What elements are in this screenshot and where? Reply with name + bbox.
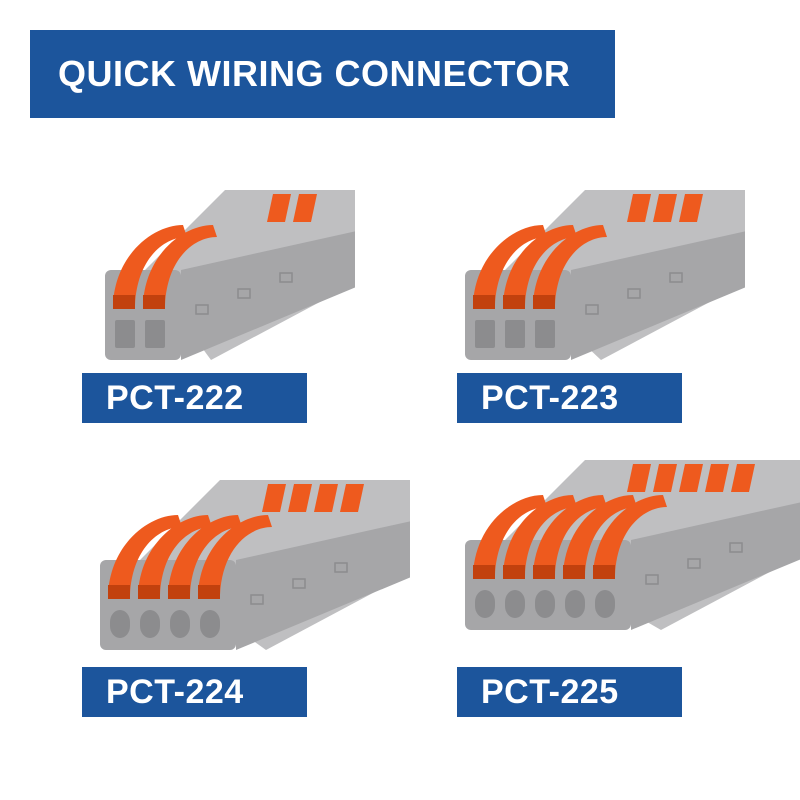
lever-tip	[108, 585, 130, 599]
wire-entry-hole	[535, 590, 555, 618]
front-lever	[473, 495, 547, 575]
side-slot	[250, 594, 264, 605]
side-slot	[585, 304, 599, 315]
lever-tip	[198, 585, 220, 599]
back-lever	[267, 194, 291, 222]
side-slot	[687, 558, 701, 569]
wire-entry-hole	[565, 590, 585, 618]
back-lever	[627, 194, 651, 222]
front-lever	[473, 225, 547, 305]
front-lever	[113, 225, 187, 305]
connector-drawing	[465, 190, 745, 360]
back-lever	[653, 194, 677, 222]
side-slot	[729, 542, 743, 553]
lever-tip	[473, 295, 495, 309]
model-label-text: PCT-225	[481, 672, 619, 711]
model-label-pct-223: PCT-223	[457, 373, 682, 423]
back-lever	[293, 194, 317, 222]
model-label-pct-224: PCT-224	[82, 667, 307, 717]
model-label-text: PCT-223	[481, 378, 619, 417]
lever-tip	[138, 585, 160, 599]
back-lever	[340, 484, 364, 512]
front-lever	[108, 515, 182, 595]
back-lever	[705, 464, 729, 492]
wire-entry-hole	[505, 320, 525, 348]
back-lever	[627, 464, 651, 492]
wire-entry-hole	[110, 610, 130, 638]
back-lever	[679, 194, 703, 222]
model-label-pct-222: PCT-222	[82, 373, 307, 423]
side-slot	[237, 288, 251, 299]
lever-tip	[168, 585, 190, 599]
housing-side	[571, 231, 745, 360]
wire-entry-hole	[170, 610, 190, 638]
housing-side	[181, 231, 355, 360]
lever-tip	[503, 565, 525, 579]
product-image-pct-224	[90, 460, 410, 660]
wire-entry-hole	[595, 590, 615, 618]
header-title: QUICK WIRING CONNECTOR	[58, 53, 571, 94]
back-lever	[679, 464, 703, 492]
lever-tip	[113, 295, 135, 309]
lever-tip	[533, 295, 555, 309]
model-label-pct-225: PCT-225	[457, 667, 682, 717]
housing-side	[236, 521, 410, 650]
housing-side	[631, 502, 800, 630]
side-slot	[627, 288, 641, 299]
front-lever	[503, 225, 577, 305]
wire-entry-hole	[475, 320, 495, 348]
back-lever	[288, 484, 312, 512]
model-label-text: PCT-222	[106, 378, 244, 417]
lever-tip	[563, 565, 585, 579]
front-lever	[533, 495, 607, 575]
back-lever	[314, 484, 338, 512]
back-lever	[731, 464, 755, 492]
lever-tip	[503, 295, 525, 309]
lever-tip	[593, 565, 615, 579]
lever-tip	[143, 295, 165, 309]
wire-entry-hole	[200, 610, 220, 638]
connector-drawing	[465, 460, 800, 630]
side-slot	[292, 578, 306, 589]
header-banner: QUICK WIRING CONNECTOR	[30, 30, 615, 118]
side-slot	[334, 562, 348, 573]
wire-entry-hole	[505, 590, 525, 618]
back-lever	[653, 464, 677, 492]
wire-entry-hole	[535, 320, 555, 348]
lever-tip	[533, 565, 555, 579]
front-lever	[198, 515, 272, 595]
front-lever	[143, 225, 217, 305]
wire-entry-hole	[115, 320, 135, 348]
wire-entry-hole	[140, 610, 160, 638]
product-image-pct-222	[95, 170, 355, 370]
connector-drawing	[105, 190, 355, 360]
front-lever	[593, 495, 667, 575]
side-slot	[645, 574, 659, 585]
front-lever	[563, 495, 637, 575]
lever-tip	[473, 565, 495, 579]
back-lever	[262, 484, 286, 512]
connector-drawing	[100, 480, 410, 650]
side-slot	[669, 272, 683, 283]
front-lever	[168, 515, 242, 595]
product-image-pct-225	[455, 440, 800, 640]
front-lever	[503, 495, 577, 575]
side-slot	[279, 272, 293, 283]
wire-entry-hole	[145, 320, 165, 348]
model-label-text: PCT-224	[106, 672, 244, 711]
front-lever	[533, 225, 607, 305]
wire-entry-hole	[475, 590, 495, 618]
product-image-pct-223	[455, 170, 745, 370]
side-slot	[195, 304, 209, 315]
front-lever	[138, 515, 212, 595]
